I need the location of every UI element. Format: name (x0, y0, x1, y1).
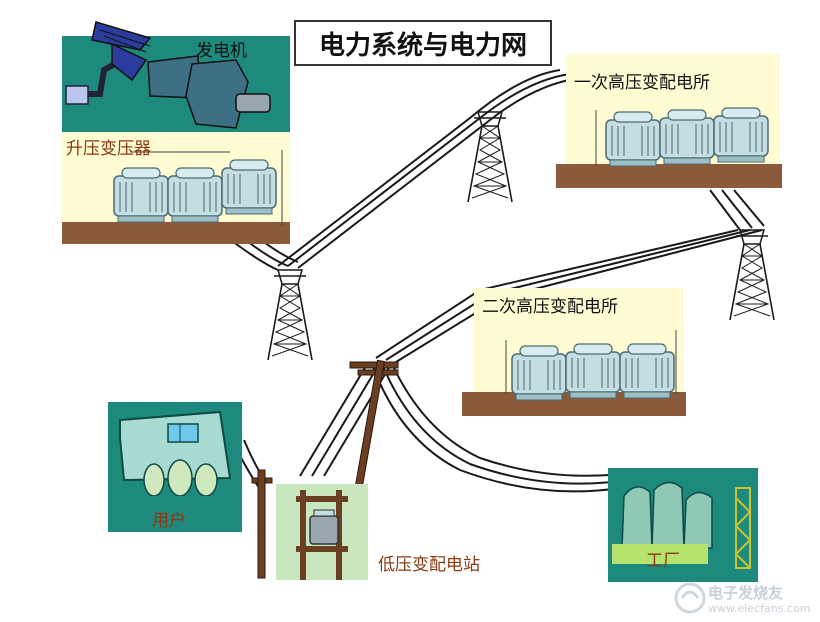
secondary-substation (462, 288, 686, 416)
elecfans-logo (674, 582, 706, 614)
distribution-pole (251, 359, 399, 579)
diagram-title: 电力系统与电力网 (294, 20, 552, 66)
factory (608, 468, 758, 582)
watermark-url: www.elecfans.com (708, 602, 811, 615)
primary-substation (556, 54, 782, 188)
label-secondary-substation: 二次高压变配电所 (482, 297, 618, 317)
watermark-logo-text: 电子发烧友 (708, 584, 784, 602)
tower-3 (729, 229, 775, 321)
generator-station (62, 21, 290, 244)
label-primary-substation: 一次高压变配电所 (574, 73, 710, 93)
label-factory: 工厂 (646, 551, 680, 571)
label-consumer: 用户 (152, 511, 186, 531)
label-step-up-transformer: 升压变压器 (66, 139, 151, 159)
tower-1 (467, 111, 513, 203)
tower-2 (267, 269, 313, 361)
consumer-building (108, 402, 242, 532)
low-voltage-station (276, 484, 368, 580)
label-generator: 发电机 (196, 41, 247, 61)
generator-icon (65, 21, 271, 129)
label-low-voltage-station: 低压变配电站 (378, 555, 480, 575)
